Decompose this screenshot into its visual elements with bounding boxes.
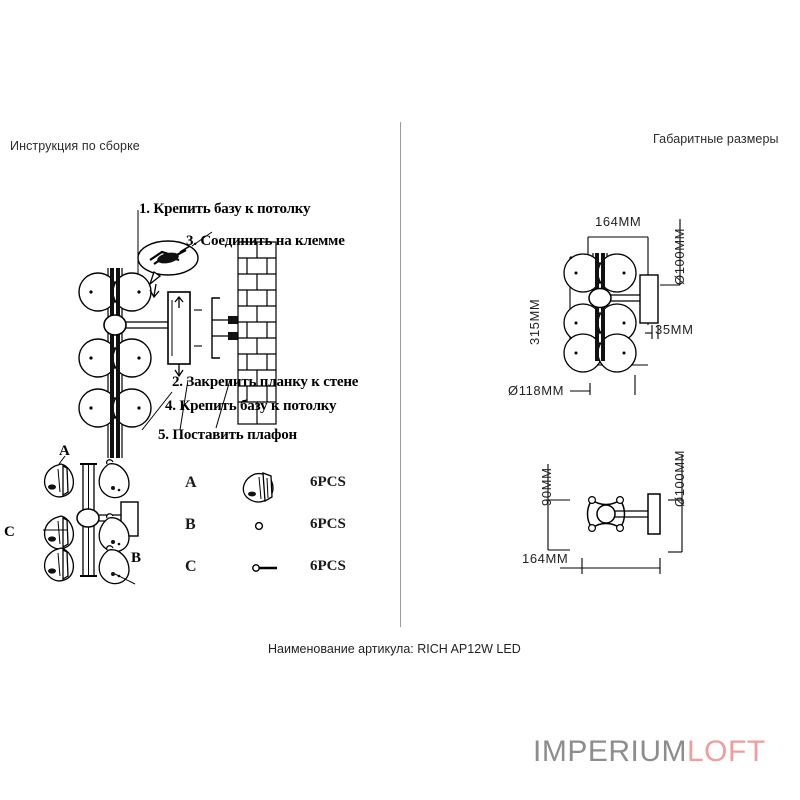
top-dimension-drawing (547, 454, 683, 574)
parts-list: A 6PCS B (180, 470, 380, 596)
panel-divider (400, 122, 401, 627)
dim-front-base-diameter: Ø118MM (508, 383, 565, 398)
part-code: B (185, 516, 196, 533)
dim-front-width: 164MM (595, 214, 642, 229)
assembly-diagram (78, 210, 277, 458)
step-4-caption: 4. Крепить базу к потолку (165, 398, 337, 414)
section-title-overall-dimensions: Габаритные размеры (653, 132, 779, 146)
part-quantity: 6PCS (310, 474, 346, 490)
exploded-callout-a: A (59, 443, 70, 459)
parts-list-row: B 6PCS (180, 512, 380, 554)
dim-top-depth: 90MM (539, 467, 554, 506)
exploded-view-diagram (43, 455, 139, 585)
part-code: A (185, 474, 197, 491)
logo-text-imperium: IMPERIUM (533, 735, 687, 768)
exploded-callout-c: C (4, 524, 15, 540)
dim-top-diameter: Ø100MM (672, 449, 687, 507)
washer-ring-icon (235, 512, 291, 546)
screw-pin-icon (235, 554, 291, 588)
parts-list-row: C 6PCS (180, 554, 380, 596)
dim-front-height: 315MM (527, 298, 542, 345)
step-3-caption: 3. Соединить на клемме (186, 233, 345, 249)
part-code: C (185, 558, 197, 575)
dim-top-width: 164MM (522, 551, 569, 566)
dim-front-plate-depth: 35MM (655, 322, 694, 337)
section-title-assembly-instruction: Инструкция по сборке (10, 139, 140, 153)
logo-text-loft: LOFT (687, 735, 766, 768)
article-name: Наименование артикула: RICH AP12W LED (268, 642, 521, 656)
front-dimension-drawing (563, 219, 681, 395)
parts-list-row: A 6PCS (180, 470, 380, 512)
part-quantity: 6PCS (310, 558, 346, 574)
step-5-caption: 5. Поставить плафон (158, 427, 297, 443)
lamp-shade-icon (235, 470, 291, 504)
step-2-caption: 2. Закрепить планку к стене (172, 374, 359, 390)
step-1-caption: 1. Крепить базу к потолку (139, 201, 311, 217)
dim-front-shade-diameter: Ø100MM (672, 227, 687, 285)
imperiumloft-logo: IMPERIUMLOFT (533, 735, 766, 769)
exploded-callout-b: B (131, 550, 142, 566)
part-quantity: 6PCS (310, 516, 346, 532)
